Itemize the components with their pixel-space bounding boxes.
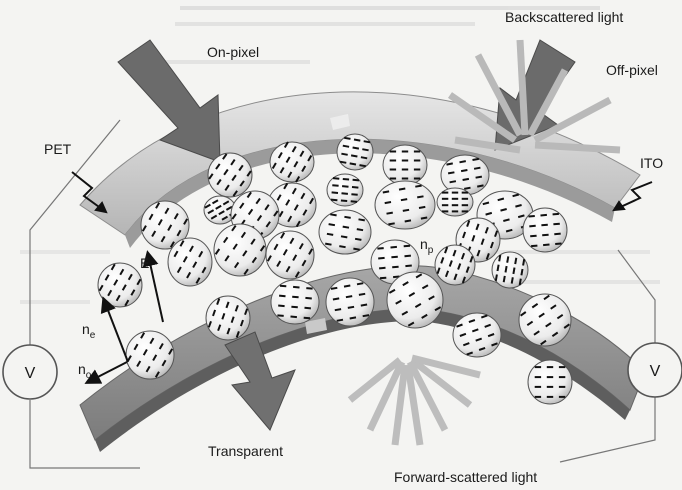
forward-scattered-rays [350, 358, 480, 445]
transparent-label: Transparent [208, 443, 283, 459]
lc-droplet [270, 142, 314, 182]
on-pixel-label: On-pixel [207, 44, 259, 60]
lc-droplet [319, 210, 371, 254]
e-field-arrow [148, 254, 163, 322]
lc-droplet [326, 278, 374, 326]
lc-droplet [168, 238, 212, 286]
lc-droplet [126, 331, 174, 379]
on-pixel-arrow [118, 40, 220, 162]
lc-droplet [492, 252, 528, 288]
forward-scattered-label: Forward-scattered light [394, 469, 537, 485]
voltage-label-right: V [650, 363, 661, 380]
transparent-arrow [225, 332, 295, 430]
off-pixel-label: Off-pixel [606, 62, 658, 78]
ito-label: ITO [640, 155, 663, 171]
lc-droplet [519, 294, 571, 346]
lc-droplet [387, 272, 443, 328]
lc-droplet [206, 296, 250, 340]
np-label: np [420, 236, 434, 256]
lc-droplet [208, 153, 252, 197]
lc-droplet [214, 224, 266, 276]
ne-label: ne [82, 321, 96, 341]
lc-droplet [528, 360, 572, 404]
lc-droplet [437, 188, 473, 216]
lc-droplet [453, 313, 501, 357]
lc-droplet [383, 145, 427, 185]
voltage-source-right: V [628, 343, 682, 397]
no-label: no [78, 361, 92, 381]
lc-droplet [327, 174, 363, 206]
lc-droplet [266, 231, 314, 279]
e-field-label: E [140, 255, 149, 271]
pet-label: PET [44, 141, 72, 157]
lc-droplet [375, 181, 435, 229]
lc-droplet [435, 245, 475, 285]
ne-arrow [104, 300, 128, 362]
lc-droplet [337, 134, 373, 170]
voltage-source-left: V [3, 345, 57, 399]
voltage-label-left: V [25, 365, 36, 382]
backscattered-label: Backscattered light [505, 9, 623, 25]
lc-droplet [523, 208, 567, 252]
lc-droplet [271, 280, 319, 324]
